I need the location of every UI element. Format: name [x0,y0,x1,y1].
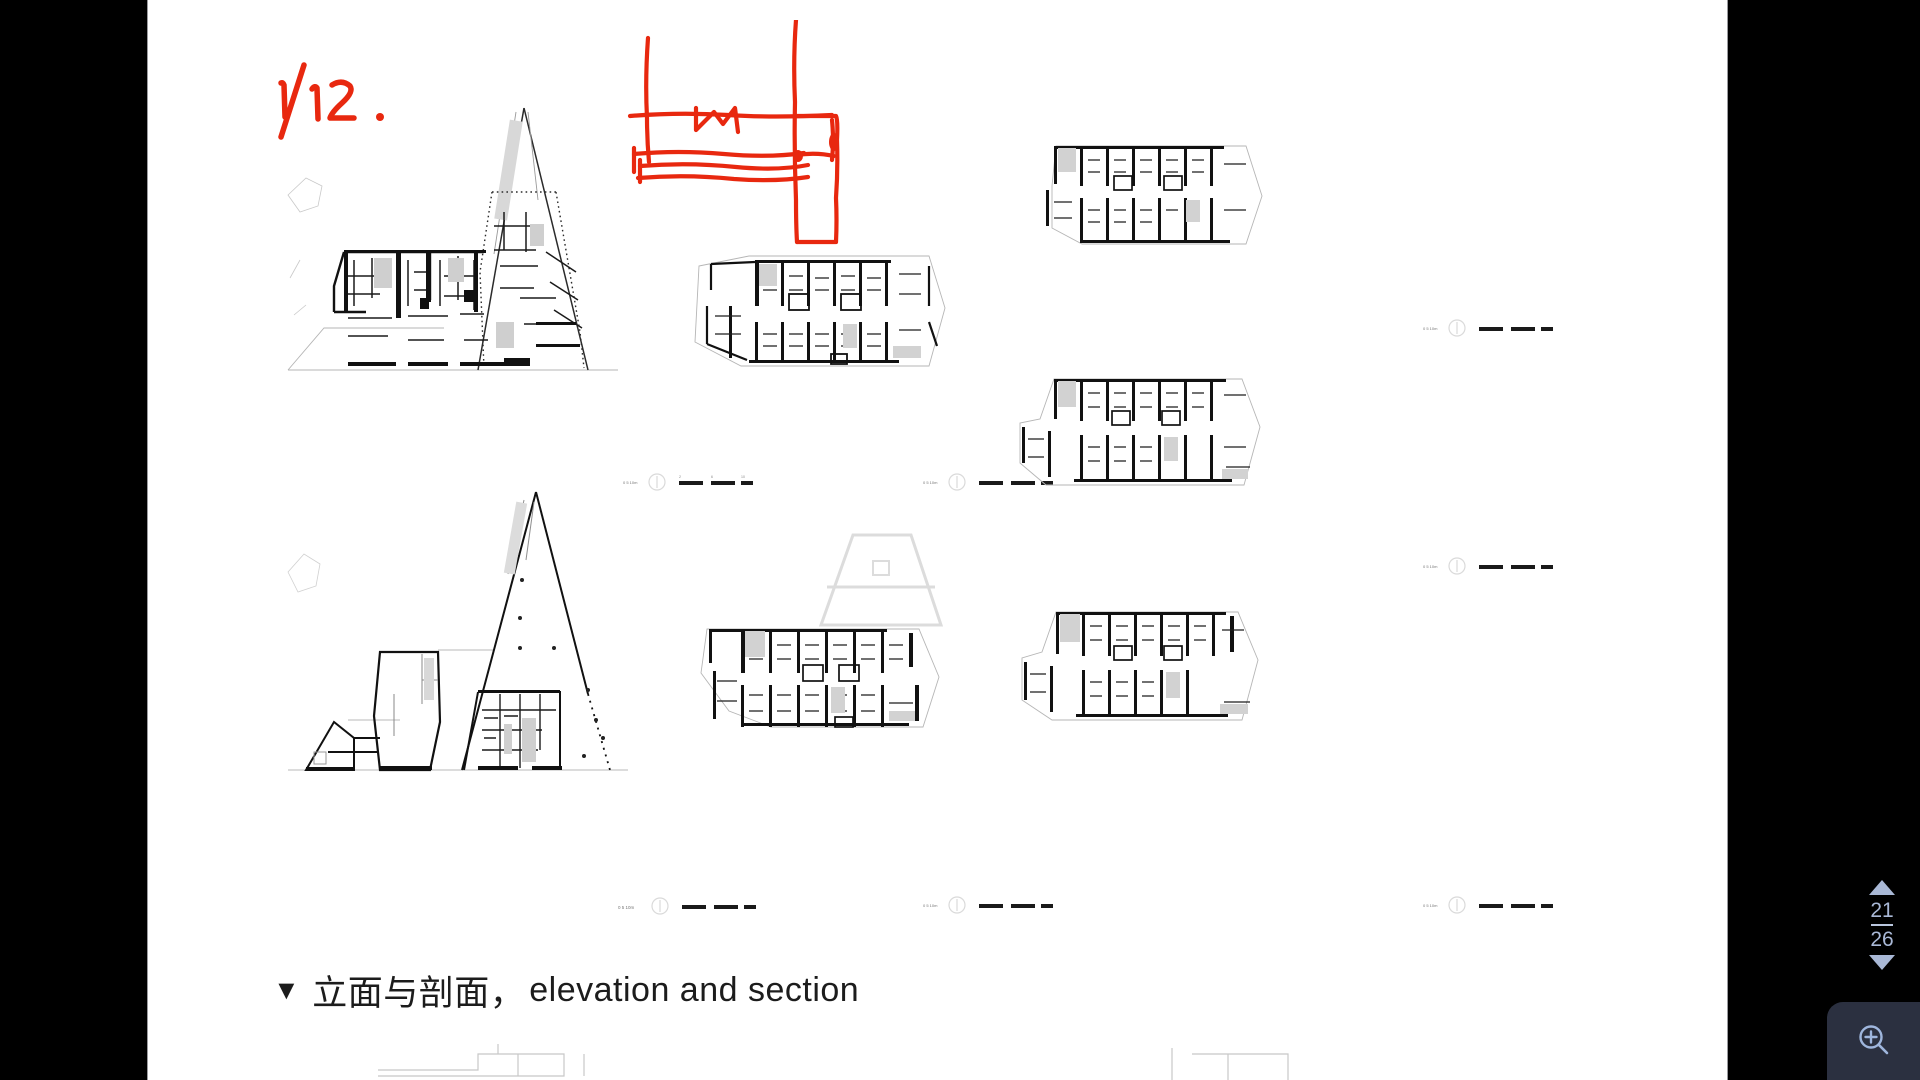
plan-bottom-left [287,480,628,800]
figure-caption: ▼ 立面与剖面， elevation and section [273,965,859,1016]
svg-text:2: 2 [679,475,681,479]
svg-text:0 5 10m: 0 5 10m [623,480,638,485]
total-page-count: 26 [1870,928,1894,952]
plan-top-middle [693,250,953,380]
current-page-number: 21 [1870,899,1894,922]
caption-chinese: 立面与剖面， [312,974,526,1013]
zoom-in-button[interactable] [1827,1002,1920,1080]
next-page-button[interactable] [1869,955,1895,971]
document-page[interactable]: 0 5 10m 2 6 10 [147,0,1728,1080]
page-navigator[interactable]: 21 26 [1860,880,1904,971]
scalebar-top-right: 0 5 10m [1423,318,1553,338]
scalebar-bottom-right: 0 5 10m [1423,895,1553,915]
plan-bottom-right [1018,608,1268,733]
page-number-divider [1871,924,1893,927]
svg-text:0 5 10m: 0 5 10m [618,905,635,910]
svg-text:10: 10 [741,475,745,479]
next-page-peek-left [378,1040,638,1080]
handwritten-section-sketch [618,20,858,260]
caption-english: elevation and section [529,971,860,1009]
svg-text:0 5 10m: 0 5 10m [1423,564,1438,569]
scalebar-top-middle: 0 5 10m [923,472,1053,492]
previous-page-button[interactable] [1869,880,1895,895]
handwritten-fraction-annotation [270,55,410,145]
caption-marker-icon: ▼ [273,975,301,1005]
scalebar-bottom-left: 0 5 10m [618,895,758,917]
svg-text:6: 6 [711,475,713,479]
svg-text:0 5 10m: 0 5 10m [923,480,938,485]
plan-bottom-middle [693,525,958,740]
letterbox-right [1728,0,1920,1080]
scalebar-top-left: 0 5 10m 2 6 10 [623,472,753,492]
svg-text:0 5 10m: 0 5 10m [923,903,938,908]
scalebar-bottom-middle: 0 5 10m [923,895,1053,915]
svg-text:0 5 10m: 0 5 10m [1423,326,1438,331]
plan-top-right [1038,140,1268,255]
scalebar-middle-right: 0 5 10m [1423,556,1553,576]
next-page-peek-right [1168,1046,1368,1080]
magnifier-plus-icon [1858,1025,1888,1055]
svg-text:0 5 10m: 0 5 10m [1423,903,1438,908]
letterbox-left [0,0,147,1080]
plan-top-left [287,100,618,390]
plan-middle-right [1018,375,1268,495]
